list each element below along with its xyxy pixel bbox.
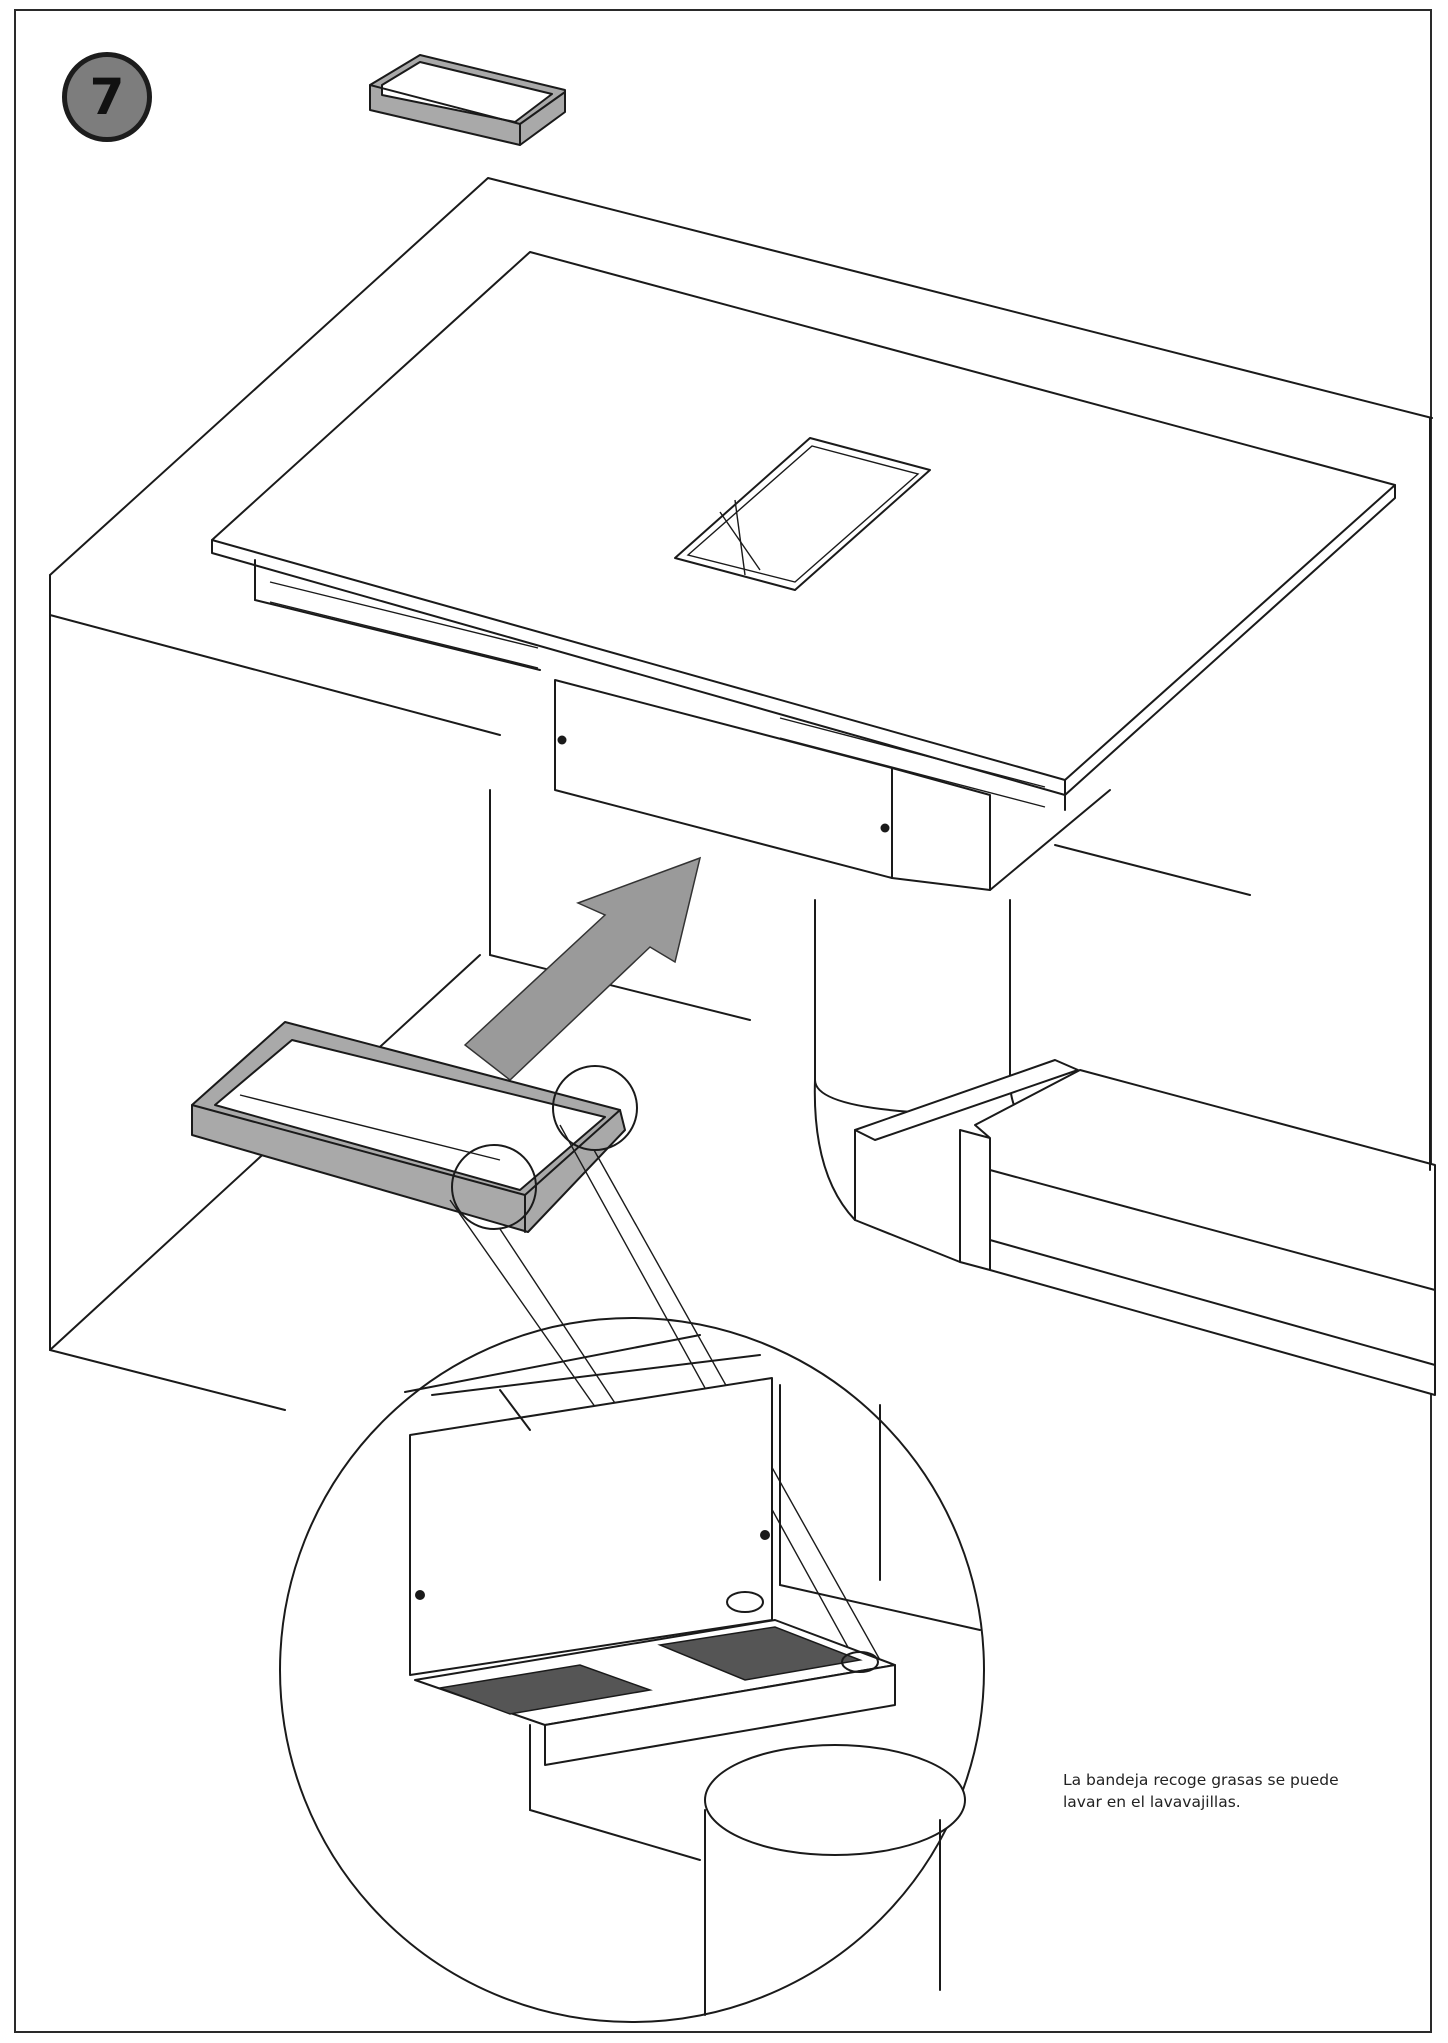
caption-line-1: La bandeja recoge grasas se puede	[1063, 1771, 1339, 1789]
caption-line-2: lavar en el lavavajillas.	[1063, 1793, 1241, 1811]
extraction-box	[554, 679, 1111, 891]
step-number: 7	[89, 68, 125, 126]
magnified-detail	[279, 1317, 985, 2023]
cooktop	[211, 251, 1396, 811]
caption: La bandeja recoge grasas se puede lavar …	[1063, 1769, 1363, 1813]
step-number-badge: 7	[62, 52, 152, 142]
insertion-arrow-icon	[463, 856, 702, 1081]
tray-top	[369, 54, 566, 146]
duct-pipe	[813, 899, 1436, 1396]
grease-tray	[191, 1021, 626, 1233]
vent-grille-left	[254, 559, 541, 671]
